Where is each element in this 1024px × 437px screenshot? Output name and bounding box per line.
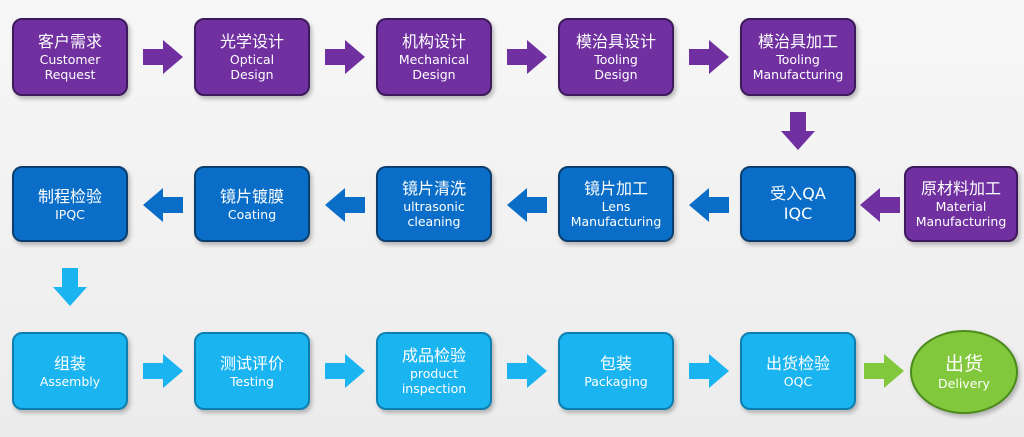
arrow-left-icon — [325, 188, 365, 222]
step-title: 组装 — [53, 353, 86, 373]
step-title: 包装 — [599, 353, 632, 373]
arrow-right-icon — [507, 40, 547, 74]
arrow-right-icon — [864, 354, 904, 388]
step-oqc: 出货检验 OQC — [740, 332, 856, 410]
step-title: 测试评价 — [219, 353, 284, 373]
arrow-right-icon — [689, 40, 729, 74]
step-subtitle: OQC — [783, 373, 813, 389]
step-subtitle: IPQC — [55, 206, 85, 222]
step-subtitle: ultrasonic cleaning — [403, 199, 465, 229]
step-subtitle: Optical Design — [229, 52, 275, 82]
step-title: 受入QA — [770, 184, 826, 203]
step-subtitle: Delivery — [938, 376, 990, 391]
step-ultrasonic-cleaning: 镜片清洗 ultrasonic cleaning — [376, 166, 492, 242]
arrow-right-icon — [143, 40, 183, 74]
step-tooling-design: 模治具设计 Tooling Design — [558, 18, 674, 96]
step-title: 机构设计 — [401, 32, 466, 51]
arrow-right-icon — [325, 354, 365, 388]
step-title: 制程检验 — [37, 186, 102, 206]
step-optical-design: 光学设计 Optical Design — [194, 18, 310, 96]
step-subtitle: Assembly — [39, 373, 101, 389]
step-packaging: 包装 Packaging — [558, 332, 674, 410]
step-delivery: 出货 Delivery — [910, 330, 1018, 414]
step-iqc: 受入QA IQC — [740, 166, 856, 242]
step-tooling-manufacturing: 模治具加工 Tooling Manufacturing — [740, 18, 856, 96]
step-title: 模治具加工 — [757, 32, 838, 51]
arrow-left-icon — [860, 188, 900, 222]
step-title: 镜片清洗 — [401, 179, 466, 198]
arrow-left-icon — [507, 188, 547, 222]
step-mechanical-design: 机构设计 Mechanical Design — [376, 18, 492, 96]
arrow-left-icon — [689, 188, 729, 222]
arrow-down-icon — [53, 268, 87, 306]
step-coating: 镜片镀膜 Coating — [194, 166, 310, 242]
step-product-inspection: 成品检验 product inspection — [376, 332, 492, 410]
arrow-right-icon — [689, 354, 729, 388]
step-subtitle: Tooling Design — [594, 52, 638, 82]
step-subtitle: product inspection — [401, 366, 467, 396]
step-subtitle: Customer Request — [39, 52, 101, 82]
step-ipqc: 制程检验 IPQC — [12, 166, 128, 242]
step-title: 镜片加工 — [583, 179, 648, 198]
step-customer-request: 客户需求 Customer Request — [12, 18, 128, 96]
step-subtitle: Packaging — [584, 373, 648, 389]
step-testing: 测试评价 Testing — [194, 332, 310, 410]
step-subtitle: Coating — [227, 206, 277, 222]
arrow-right-icon — [325, 40, 365, 74]
arrow-left-icon — [143, 188, 183, 222]
step-subtitle: IQC — [783, 204, 813, 223]
step-title: 原材料加工 — [920, 179, 1001, 198]
step-title: 光学设计 — [219, 32, 284, 51]
step-material-manufacturing: 原材料加工 Material Manufacturing — [904, 166, 1018, 242]
step-subtitle: Tooling Manufacturing — [752, 52, 844, 82]
step-title: 镜片镀膜 — [219, 186, 284, 206]
arrow-right-icon — [507, 354, 547, 388]
step-subtitle: Mechanical Design — [398, 52, 470, 82]
step-subtitle: Testing — [230, 373, 274, 389]
step-title: 模治具设计 — [575, 32, 656, 51]
step-title: 成品检验 — [401, 346, 466, 365]
step-subtitle: Material Manufacturing — [915, 199, 1007, 229]
step-title: 客户需求 — [37, 32, 102, 51]
step-subtitle: Lens Manufacturing — [570, 199, 662, 229]
arrow-down-icon — [781, 112, 815, 150]
step-lens-manufacturing: 镜片加工 Lens Manufacturing — [558, 166, 674, 242]
arrow-right-icon — [143, 354, 183, 388]
step-assembly: 组装 Assembly — [12, 332, 128, 410]
step-title: 出货 — [944, 353, 983, 375]
step-title: 出货检验 — [765, 353, 830, 373]
